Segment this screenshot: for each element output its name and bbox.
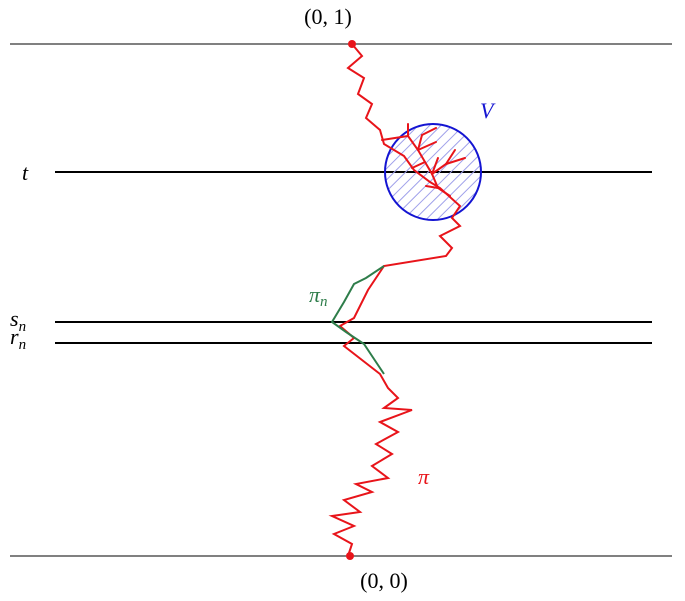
path-pi-label: π — [418, 464, 430, 489]
bottom-point-label: (0, 0) — [360, 568, 408, 593]
r-level-label: rn — [10, 324, 26, 353]
region-v-label: V — [480, 98, 496, 123]
path-pi-n-label: πn — [309, 282, 328, 310]
top-point-label: (0, 1) — [304, 4, 352, 29]
path-pi — [328, 43, 462, 557]
t-level-label: t — [22, 160, 29, 185]
path-pi-n — [330, 265, 385, 375]
bottom-endpoint-dot — [346, 552, 354, 560]
s-level-label: sn — [10, 306, 26, 335]
region-v-circle — [384, 123, 482, 221]
path-pi-branches — [381, 123, 466, 197]
top-endpoint-dot — [348, 40, 356, 48]
